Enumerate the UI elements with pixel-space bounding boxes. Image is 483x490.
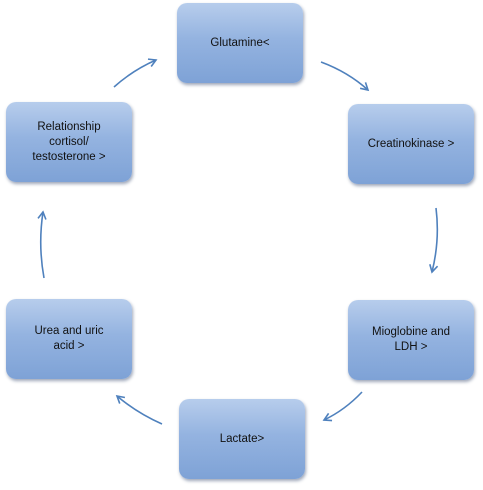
node-glutamine: Glutamine< [177, 3, 303, 83]
arrow-glutamine-to-creatinokinase [320, 61, 370, 92]
node-creatinokinase-label: Creatinokinase > [367, 137, 455, 150]
node-urea-uric-acid: Urea and uric acid > [6, 299, 132, 379]
node-relationship-cortisol-testosterone: Relationship cortisol/ testosterone > [6, 102, 132, 182]
node-relationship-label: Relationship cortisol/ testosterone > [32, 120, 106, 163]
arrow-urea-to-relationship [37, 210, 47, 279]
arrow-creatinokinase-to-mioglobine [429, 207, 439, 274]
node-mioglobine-ldh-label: Mioglobine and LDH > [371, 326, 450, 353]
node-mioglobine-ldh: Mioglobine and LDH > [348, 300, 474, 380]
arrow-mioglobine-to-lactate [322, 391, 363, 422]
node-creatinokinase: Creatinokinase > [348, 104, 474, 184]
arrow-relationship-to-glutamine [113, 58, 158, 88]
node-urea-uric-acid-label: Urea and uric acid > [34, 325, 104, 352]
node-lactate-label: Lactate> [219, 432, 265, 445]
node-lactate: Lactate> [179, 399, 305, 479]
arrow-lactate-to-urea [115, 394, 163, 425]
node-glutamine-label: Glutamine< [210, 36, 270, 49]
